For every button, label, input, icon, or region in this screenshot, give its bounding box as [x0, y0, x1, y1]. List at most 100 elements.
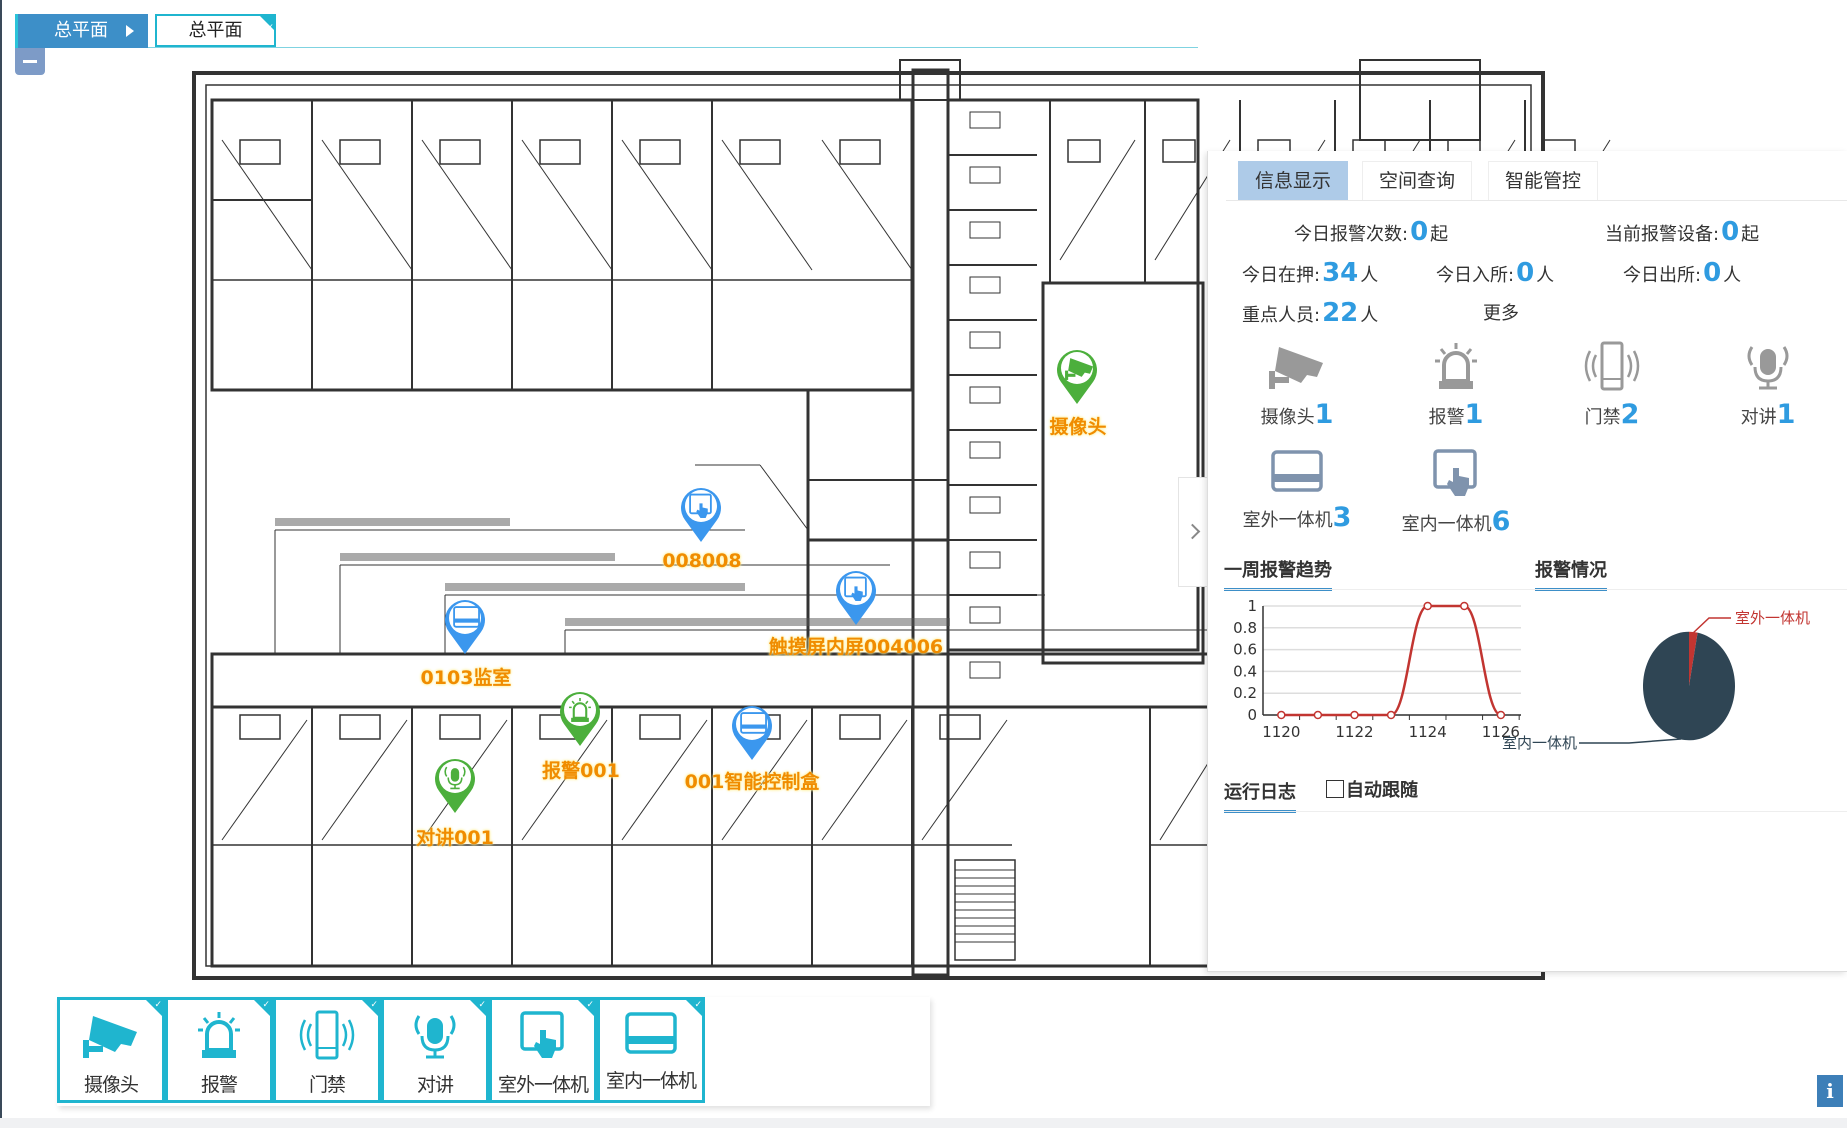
alarm-light-icon [1431, 343, 1481, 395]
filter-button-camera[interactable]: 摄像头 [57, 997, 165, 1103]
tab-space-query[interactable]: 空间查询 [1362, 161, 1472, 200]
map-marker-intercom[interactable] [433, 755, 477, 813]
filter-button-touch-screen[interactable]: 室外一体机 [489, 997, 597, 1103]
filter-button-label: 室外一体机 [497, 1074, 589, 1096]
access-control-icon [1582, 341, 1642, 395]
map-marker-outdoor-terminal[interactable] [443, 596, 487, 654]
trend-line [1281, 604, 1502, 717]
filter-button-outdoor-terminal[interactable]: 室内一体机 [597, 997, 705, 1103]
breadcrumb-root[interactable]: 总平面 [15, 14, 148, 48]
device-count-alarm-light[interactable]: 报警1 [1386, 341, 1526, 430]
map-pin-icon [681, 488, 721, 542]
map-marker-camera[interactable] [1055, 346, 1099, 404]
check-corner-icon [361, 1000, 378, 1017]
x-tick-label: 1126 [1482, 723, 1520, 741]
check-corner-icon [685, 1000, 702, 1017]
auto-follow-toggle[interactable]: 自动跟随 [1326, 776, 1418, 802]
trend-section-title: 一周报警趋势 [1224, 556, 1332, 591]
x-tick-label: 1122 [1335, 723, 1373, 741]
window-edge [0, 0, 2, 1128]
more-link[interactable]: 更多 [1483, 303, 1519, 324]
map-pin-icon [560, 692, 600, 746]
device-count-access-control[interactable]: 门禁2 [1542, 341, 1682, 430]
pie-slice[interactable] [1643, 631, 1735, 741]
map-marker-label[interactable]: 摄像头 [1049, 416, 1107, 438]
x-tick-label: 1124 [1409, 723, 1447, 741]
data-point[interactable] [1423, 601, 1432, 611]
caret-right-icon [126, 25, 134, 37]
map-marker-label[interactable]: 报警001 [542, 760, 620, 782]
tab-divider [1226, 200, 1847, 201]
filter-button-intercom-mic[interactable]: 对讲 [381, 997, 489, 1103]
pie-leader-line [1579, 738, 1682, 744]
tab-smart-control[interactable]: 智能管控 [1488, 161, 1598, 200]
device-count: 1 [1314, 399, 1334, 430]
map-marker-outdoor-terminal[interactable] [730, 702, 774, 760]
data-point[interactable] [1313, 710, 1323, 720]
data-point[interactable] [1460, 601, 1469, 611]
stat-unit: 人 [1360, 305, 1379, 326]
device-name: 室内一体机 [1401, 514, 1492, 535]
tab-info-display[interactable]: 信息显示 [1238, 161, 1348, 200]
info-button[interactable]: i [1817, 1075, 1843, 1107]
stat-label: 今日出所: [1623, 265, 1702, 286]
device-label: 报警1 [1386, 399, 1526, 430]
check-corner-icon [253, 1000, 270, 1017]
pie-label: 室外一体机 [1735, 609, 1810, 627]
pie-leader-line [1691, 617, 1731, 635]
data-point[interactable] [1496, 710, 1506, 720]
check-corner-icon [145, 1000, 162, 1017]
device-label: 门禁2 [1542, 399, 1682, 430]
device-count-touch-screen[interactable]: 室内一体机6 [1386, 448, 1526, 537]
stat-unit: 人 [1360, 265, 1379, 286]
map-marker-label[interactable]: 触摸屏内屏004006 [768, 636, 944, 658]
outdoor-terminal-icon [1269, 450, 1325, 498]
device-label: 室外一体机3 [1227, 502, 1367, 533]
map-marker-label[interactable]: 对讲001 [416, 827, 494, 849]
filter-button-alarm-light[interactable]: 报警 [165, 997, 273, 1103]
data-point[interactable] [1350, 710, 1359, 720]
pie-section-title: 报警情况 [1535, 556, 1607, 591]
data-point[interactable] [1277, 710, 1286, 720]
stat-unit: 人 [1723, 265, 1742, 286]
stat-value: 34 [1322, 258, 1359, 288]
device-name: 室外一体机 [1242, 510, 1333, 531]
map-marker-alarm[interactable] [558, 688, 602, 746]
y-tick-label: 0.8 [1233, 619, 1257, 637]
stat-unit: 人 [1536, 265, 1555, 286]
stat-label: 重点人员: [1242, 305, 1321, 326]
breadcrumb-current[interactable]: 总平面 [155, 14, 276, 47]
map-marker-label[interactable]: 008008 [662, 550, 742, 572]
camera-icon [1267, 347, 1327, 395]
breadcrumb-divider [148, 47, 1198, 48]
device-name: 摄像头 [1260, 407, 1315, 428]
outdoor-terminal-icon [623, 1012, 679, 1060]
panel-collapse-button[interactable] [1178, 477, 1207, 587]
log-divider [1224, 811, 1847, 812]
map-marker-indoor-terminal[interactable] [834, 567, 878, 625]
map-marker-label[interactable]: 0103监室 [420, 667, 512, 689]
stat-value: 0 [1516, 258, 1535, 288]
pie-label: 室内一体机 [1502, 734, 1577, 752]
touch-screen-icon [518, 1011, 568, 1064]
pie-slice[interactable] [1689, 631, 1698, 686]
data-point[interactable] [1386, 710, 1396, 720]
device-count-intercom-mic[interactable]: 对讲1 [1698, 341, 1838, 430]
device-count: 6 [1491, 506, 1511, 537]
device-count-outdoor-terminal[interactable]: 室外一体机3 [1227, 448, 1367, 533]
camera-icon [81, 1016, 141, 1064]
map-marker-indoor-terminal[interactable] [679, 484, 723, 542]
map-marker-label[interactable]: 001智能控制盒 [684, 771, 820, 793]
auto-follow-checkbox[interactable] [1326, 780, 1344, 798]
filter-button-access-control[interactable]: 门禁 [273, 997, 381, 1103]
y-tick-label: 0.4 [1233, 662, 1257, 680]
filter-button-label: 门禁 [308, 1074, 346, 1096]
zoom-out-button[interactable] [15, 48, 45, 75]
device-count-camera[interactable]: 摄像头1 [1227, 341, 1367, 430]
device-label: 摄像头1 [1227, 399, 1367, 430]
